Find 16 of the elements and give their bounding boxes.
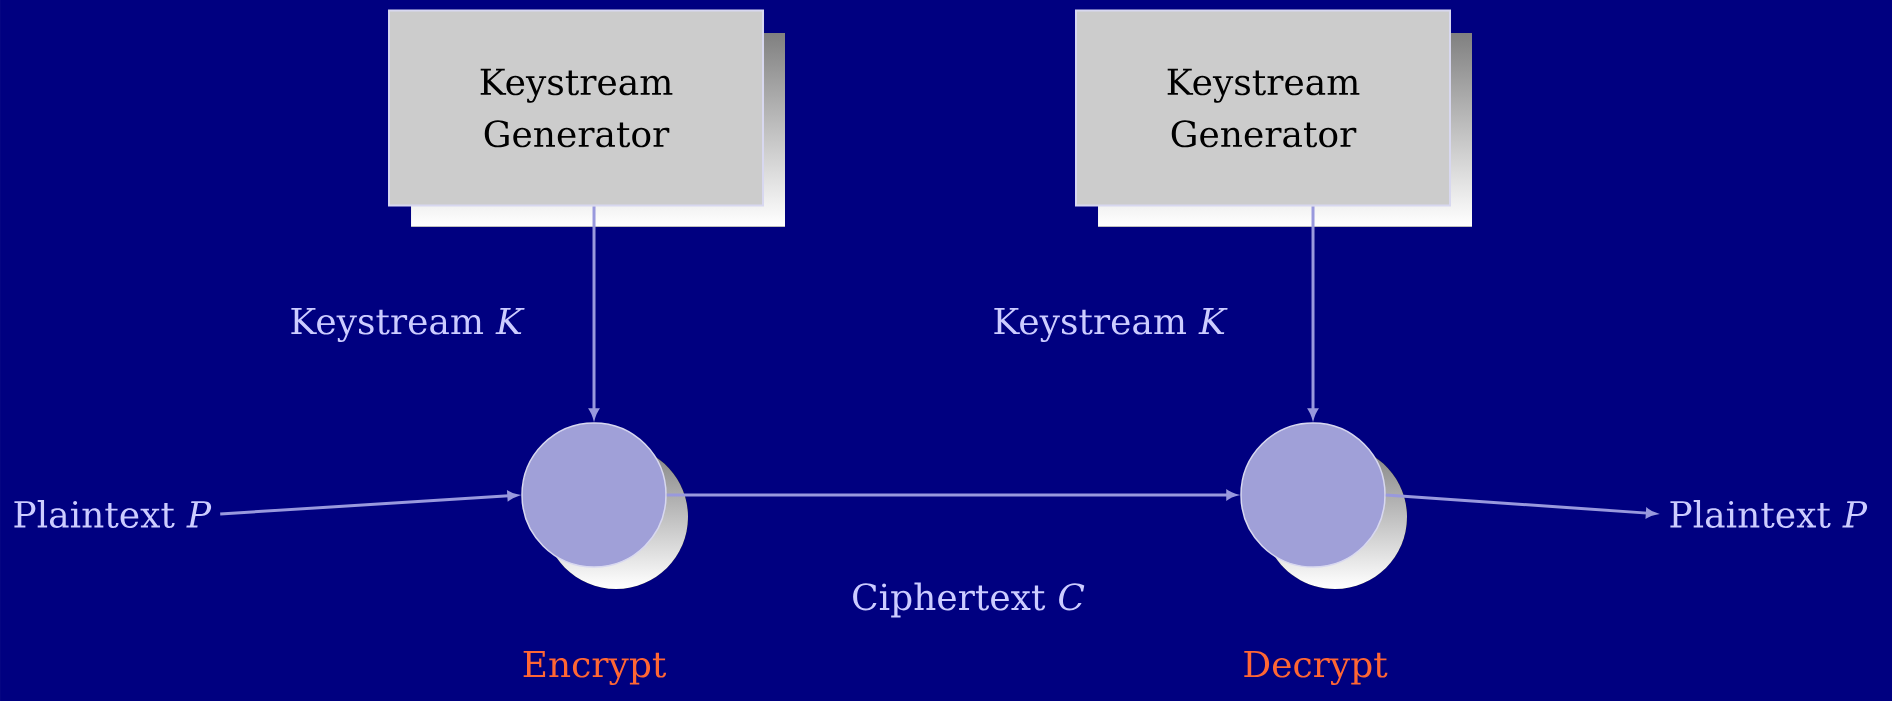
edge-label: Keystream K [291,307,525,343]
arrow [666,490,1237,500]
circle-node [521,422,688,589]
operation-caption: Decrypt [1244,650,1388,686]
circle-node [1240,422,1407,589]
arrow [220,491,518,516]
arrow [1385,493,1657,518]
arrow [1308,206,1318,419]
generator-box: Keystream Generator [388,9,785,227]
edge-label: Keystream K [994,307,1228,343]
text-label: Plaintext P [14,500,212,528]
generator-box: Keystream Generator [1075,9,1472,227]
arrow [589,206,599,419]
operation-caption: Encrypt [523,650,667,686]
edge-label: Ciphertext C [853,582,1085,618]
text-label: Plaintext P [1670,500,1868,528]
